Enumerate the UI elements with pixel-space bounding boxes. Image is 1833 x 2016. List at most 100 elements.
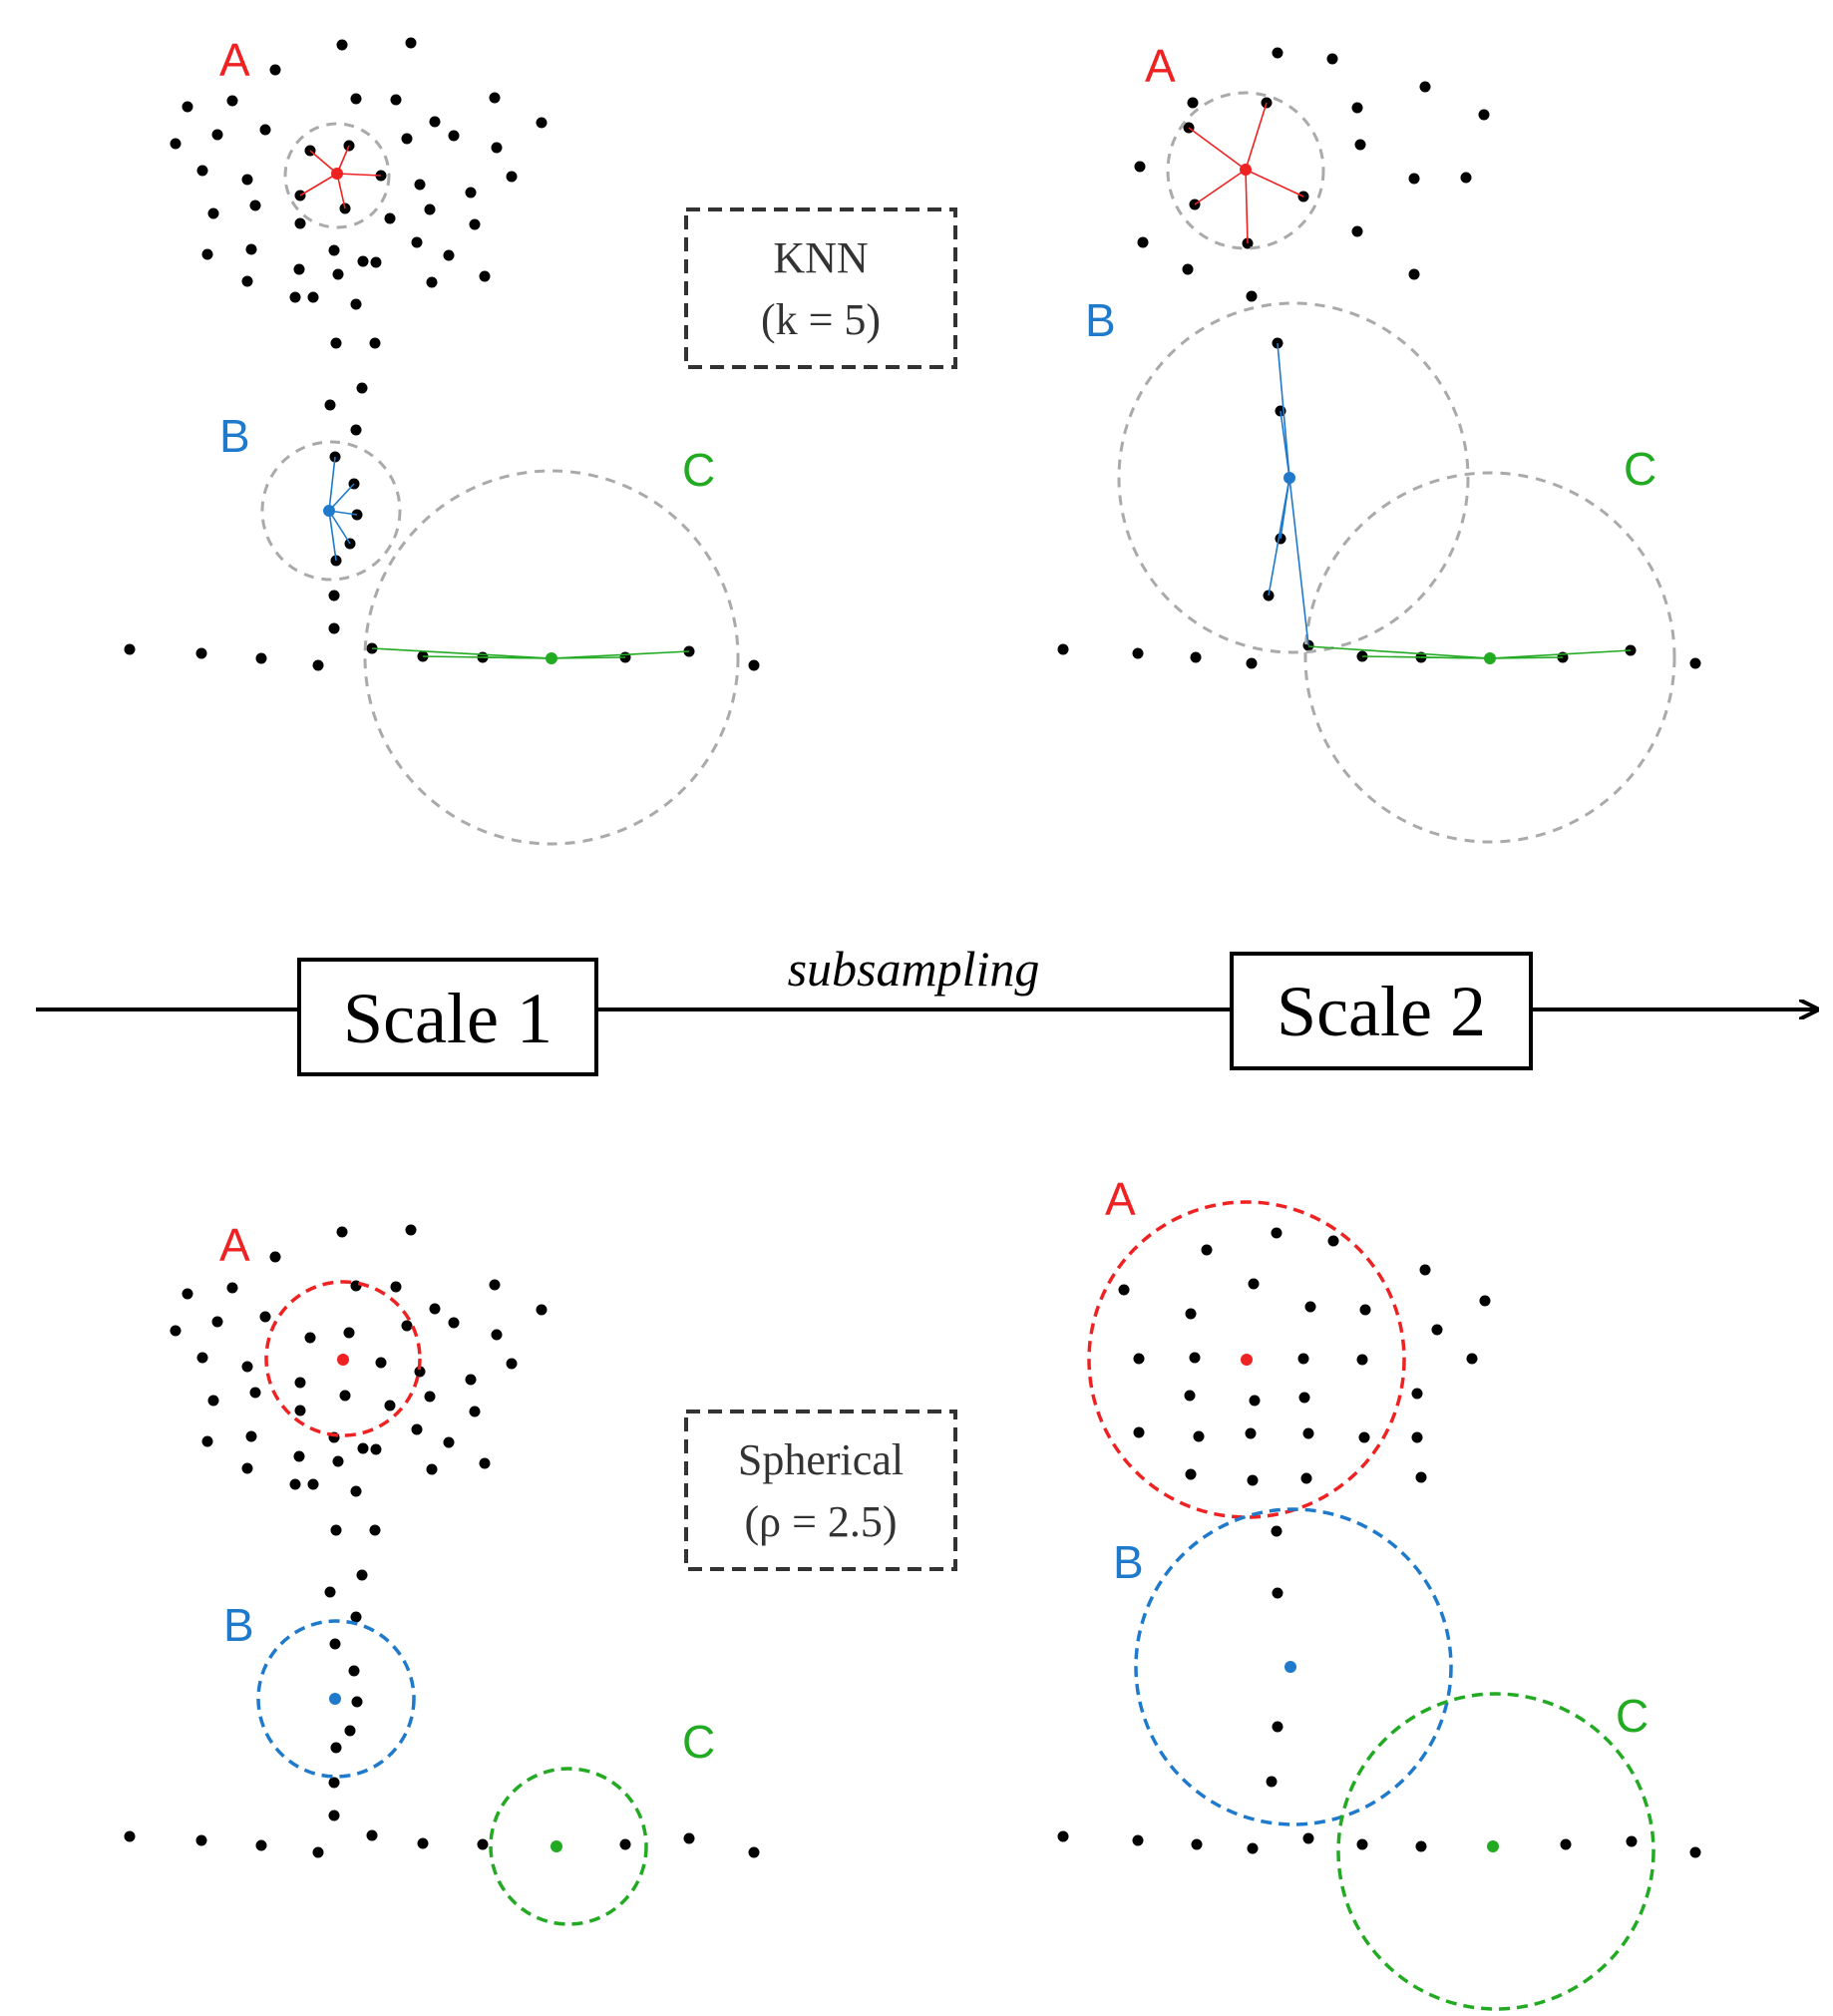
sph2-point xyxy=(1356,1838,1368,1850)
knn1-circle-b xyxy=(260,440,402,582)
sph2-point xyxy=(1118,1284,1130,1296)
sph1-points xyxy=(124,1224,760,1858)
sph2-center-b xyxy=(1284,1661,1296,1673)
knn1-circle-a xyxy=(283,122,391,229)
scale1-box xyxy=(297,958,598,1076)
sph2-point xyxy=(1411,1431,1423,1443)
sph1-point xyxy=(304,1332,316,1344)
sph2-points xyxy=(1057,1227,1701,1858)
knn1-point xyxy=(384,212,396,224)
sph2-circle-c xyxy=(1336,1692,1655,2011)
spherical-method-name: Spherical xyxy=(738,1435,904,1484)
knn1-point xyxy=(350,424,362,436)
knn1-point xyxy=(369,337,381,349)
sph1-point xyxy=(619,1838,631,1850)
sph1-point xyxy=(401,1320,413,1332)
knn1-point xyxy=(411,236,423,248)
sph2-point xyxy=(1479,1295,1491,1307)
knn2-point xyxy=(1460,172,1472,184)
knn2-center-c xyxy=(1484,652,1496,664)
sph1-point xyxy=(324,1586,336,1598)
sph1-point xyxy=(245,1430,257,1442)
sph1-point xyxy=(307,1478,319,1490)
knn1-label-b: B xyxy=(219,410,250,462)
knn1-point xyxy=(241,275,253,287)
knn2-point xyxy=(1351,102,1363,114)
sph1-point xyxy=(343,1327,355,1339)
sph1-point xyxy=(390,1281,402,1293)
sph1-point xyxy=(469,1406,481,1417)
sph1-point xyxy=(491,1329,503,1341)
sph1-point xyxy=(384,1400,396,1411)
knn1-point xyxy=(255,652,267,664)
knn1-point xyxy=(370,256,382,268)
knn1-point xyxy=(414,179,426,191)
knn1-edges-c xyxy=(371,647,690,659)
sph1-point xyxy=(348,1665,360,1677)
sph1-point xyxy=(328,1810,340,1821)
sph1-circle-a xyxy=(264,1280,422,1437)
sph2-point xyxy=(1300,1472,1312,1484)
knn2-point xyxy=(1246,290,1258,302)
sph2-point xyxy=(1466,1353,1478,1365)
knn1-point xyxy=(245,243,257,255)
knn2-point xyxy=(1326,53,1338,65)
knn2-label-b: B xyxy=(1085,294,1116,346)
sph2-circle-b xyxy=(1134,1507,1453,1826)
sph1-point xyxy=(506,1358,518,1370)
knn1-point xyxy=(443,249,455,261)
sph2-point xyxy=(1689,1846,1701,1858)
sph2-point xyxy=(1247,1474,1259,1486)
sph1-point xyxy=(375,1357,387,1369)
sph1-point xyxy=(294,1405,306,1416)
sph1-point xyxy=(269,1251,281,1263)
sph1-point xyxy=(448,1317,460,1329)
knn1-circle-c xyxy=(363,469,740,846)
sph2-point xyxy=(1358,1431,1370,1443)
knn1-point xyxy=(324,399,336,411)
sph1-point xyxy=(241,1361,253,1373)
knn1-label-a: A xyxy=(219,34,250,86)
knn2-point xyxy=(1354,139,1366,151)
knn2-point xyxy=(1182,263,1194,275)
sph1-point xyxy=(411,1423,423,1435)
knn1-points xyxy=(124,37,760,671)
sph1-point xyxy=(748,1846,760,1858)
sph2-point xyxy=(1415,1840,1427,1852)
sph1-circle-b xyxy=(256,1619,416,1779)
sph1-point xyxy=(339,1390,351,1402)
sph2-point xyxy=(1245,1427,1257,1439)
knn1-point xyxy=(289,291,301,303)
sph1-point xyxy=(414,1366,426,1378)
knn2-point xyxy=(1408,268,1420,280)
knn-method-param: (k = 5) xyxy=(761,295,881,344)
knn2-point xyxy=(1134,161,1146,173)
knn1-point xyxy=(350,93,362,105)
sph1-point xyxy=(336,1226,348,1238)
knn2-point xyxy=(1190,651,1202,663)
sph1-point xyxy=(357,1442,369,1454)
sph1-point xyxy=(356,1569,368,1581)
knn1-point xyxy=(307,291,319,303)
sph2-point xyxy=(1132,1834,1144,1846)
sph2-point xyxy=(1271,1525,1283,1537)
knn-method-box: KNN (k = 5) xyxy=(684,207,957,369)
sph1-point xyxy=(259,1311,271,1323)
sph2-point xyxy=(1560,1838,1572,1850)
sph2-point xyxy=(1411,1388,1423,1400)
knn1-point xyxy=(536,117,548,129)
knn1-center-b xyxy=(323,505,335,517)
sph1-point xyxy=(330,1742,342,1754)
sph1-point xyxy=(405,1224,417,1236)
sph1-point xyxy=(536,1304,548,1316)
sph2-point xyxy=(1298,1392,1310,1404)
knn1-center-c xyxy=(546,652,557,664)
knn1-point xyxy=(748,659,760,671)
sph1-point xyxy=(424,1391,436,1403)
knn1-point xyxy=(207,207,219,219)
spherical-method-param: (ρ = 2.5) xyxy=(744,1497,897,1546)
knn2-point xyxy=(1057,643,1069,655)
scale1-label: Scale 1 xyxy=(343,979,552,1058)
sph1-point xyxy=(370,1443,382,1455)
